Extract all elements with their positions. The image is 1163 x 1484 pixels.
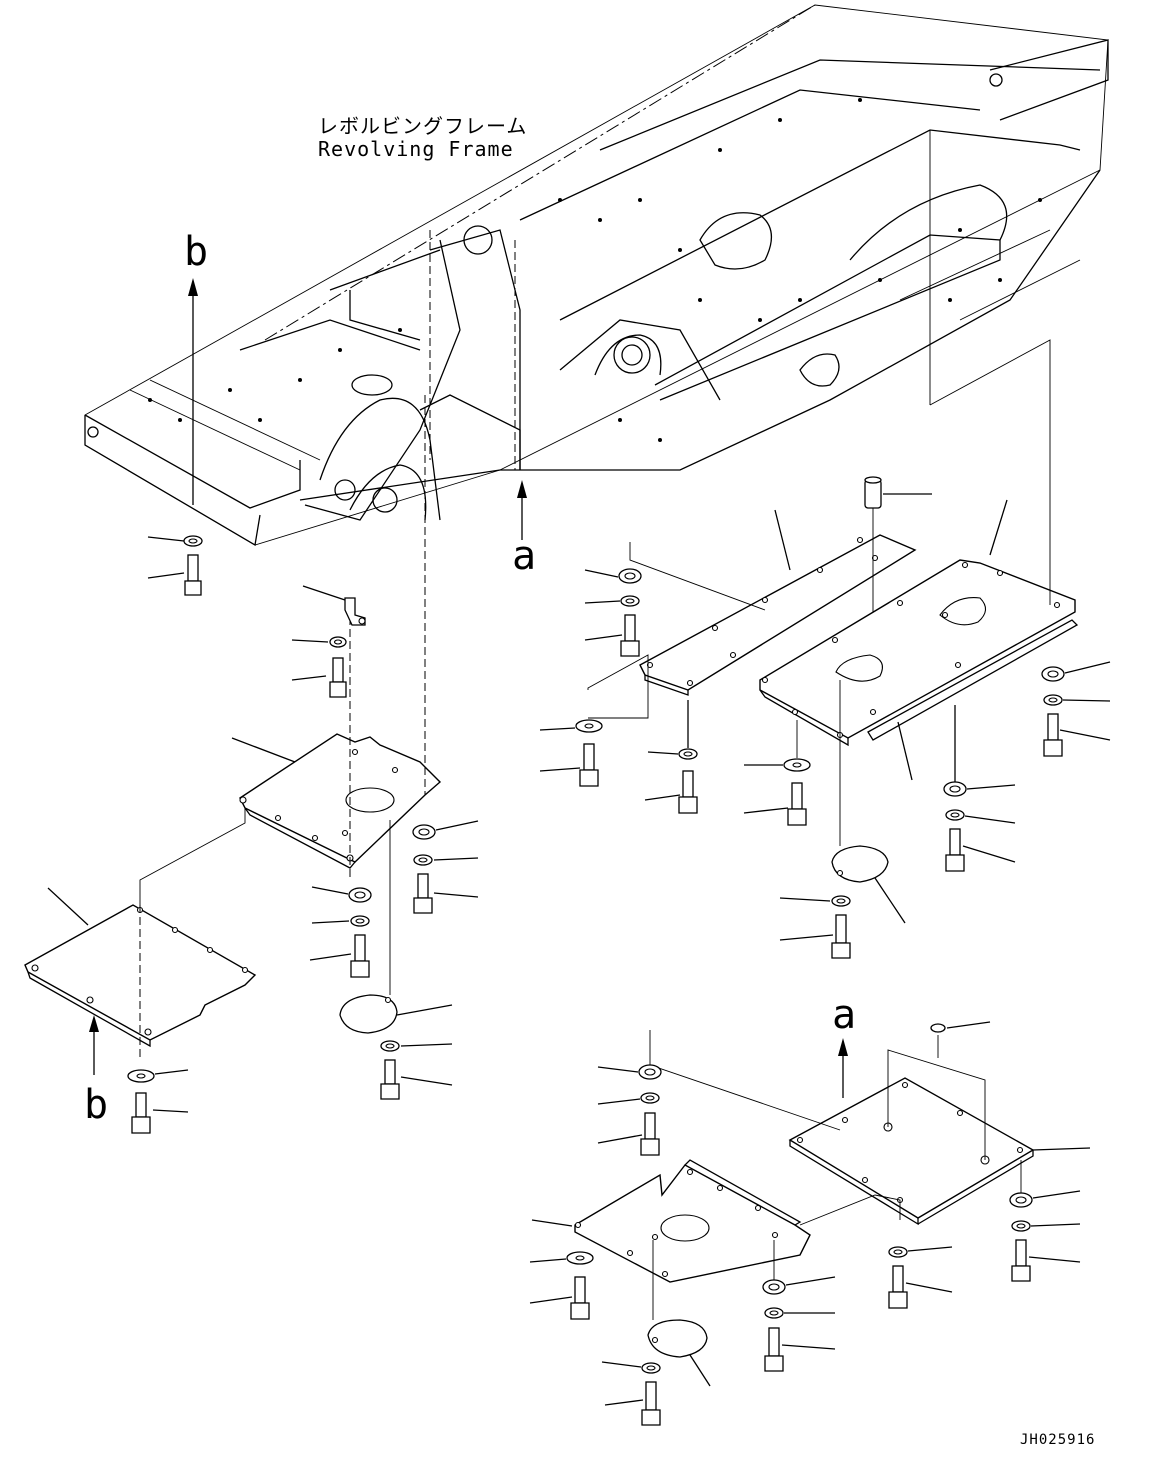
cover-plate-right-large: [759, 339, 1076, 747]
bolt-assembly-far-left: [127, 1069, 189, 1134]
cover-plate-right-long: [587, 509, 917, 719]
frame-name-japanese: レボルビングフレーム: [318, 114, 528, 138]
arrow-a-lower: [838, 1038, 848, 1098]
frame-name-english: Revolving Frame: [318, 137, 514, 161]
ref-label-b-upper: b: [184, 229, 209, 275]
cover-plate-far-left: [24, 808, 257, 1060]
fasteners-lower-shaped-plate: [529, 1240, 836, 1372]
ref-label-b-lower: b: [84, 1082, 109, 1128]
fasteners-lower-square-plate: [888, 1160, 1081, 1309]
bracket-left: [291, 585, 366, 698]
rail-strip: [867, 619, 1079, 781]
cover-plate-left-upper: [231, 395, 442, 880]
fasteners-right-large-plate: [943, 661, 1111, 872]
arrow-b-lower: [89, 1015, 99, 1075]
fasteners-left-plate: [309, 820, 479, 978]
cover-cap-right-upper: [779, 680, 906, 959]
cover-cap-left: [339, 820, 453, 1100]
fasteners-lower-left: [597, 1064, 662, 1156]
fasteners-right-long-plate: [539, 568, 811, 826]
arrow-a-upper: [517, 480, 527, 540]
cover-plate-lower-right-shaped: [531, 1159, 901, 1283]
bolt-assembly-frame-left: [147, 535, 203, 596]
arrow-b-upper: [188, 278, 198, 505]
cover-plate-lower-right-square: [649, 1021, 1091, 1226]
ref-label-a-lower: a: [832, 992, 857, 1038]
cover-cap-lower: [601, 1240, 711, 1426]
ref-label-a-upper: a: [512, 533, 537, 579]
drawing-number: JH025916: [1020, 1432, 1096, 1448]
revolving-frame: [84, 4, 1109, 547]
